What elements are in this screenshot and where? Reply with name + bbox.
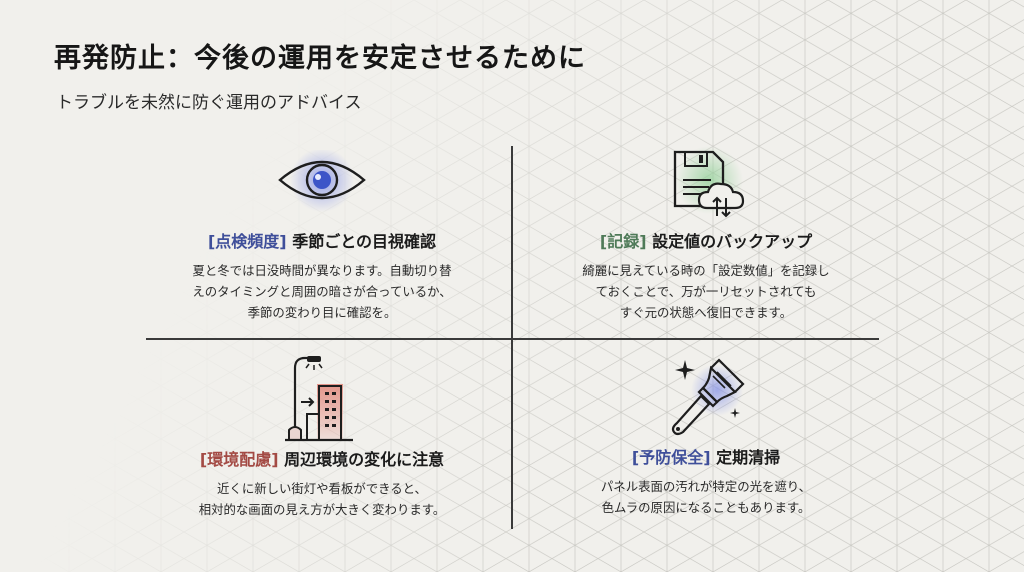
- page-title: 再発防止：今後の運用を安定させるために: [54, 43, 586, 74]
- card-title: 周辺環境の変化に注意: [284, 450, 445, 469]
- card-tag: [記録]: [599, 232, 647, 251]
- card-body: 綺麗に見えている時の「設定数値」を記録し ておくことで、万が一リセットされても …: [536, 260, 876, 323]
- card-tag: [点検頻度]: [207, 232, 287, 251]
- page-subtitle: トラブルを未然に防ぐ運用のアドバイス: [56, 93, 362, 113]
- card-body-line: 季節の変わり目に確認を。: [247, 305, 397, 320]
- card-body-line: 色ムラの原因になることもあります。: [601, 500, 811, 515]
- card-body-line: 相対的な画面の見え方が大きく変わります。: [198, 502, 446, 517]
- card-body-line: 近くに新しい街灯や看板ができると、: [217, 481, 427, 496]
- card-body: 夏と冬では日没時間が異なります。自動切り替 えのタイミングと周囲の暗さが合ってい…: [152, 260, 492, 323]
- streetlight-building-icon: [285, 356, 353, 442]
- card-body-line: えのタイミングと周囲の暗さが合っているか、: [192, 284, 452, 299]
- card-body: 近くに新しい街灯や看板ができると、 相対的な画面の見え方が大きく変わります。: [152, 478, 492, 520]
- card-body: パネル表面の汚れが特定の光を遮り、 色ムラの原因になることもあります。: [536, 476, 876, 518]
- card-tag: [予防保全]: [631, 448, 711, 467]
- eye-icon: [278, 150, 366, 212]
- paintbrush-sparkle-icon: [671, 358, 745, 436]
- card-heading: [記録] 設定値のバックアップ: [536, 228, 876, 252]
- card-body-line: 夏と冬では日没時間が異なります。自動切り替: [192, 263, 452, 278]
- card-body-line: パネル表面の汚れが特定の光を遮り、: [600, 479, 812, 494]
- card-heading: [点検頻度] 季節ごとの目視確認: [152, 228, 492, 252]
- vertical-divider: [511, 146, 513, 529]
- card-body-line: すぐ元の状態へ復旧できます。: [619, 305, 793, 320]
- card-tag: [環境配慮]: [199, 450, 279, 469]
- card-environment: [環境配慮] 周辺環境の変化に注意 近くに新しい街灯や看板ができると、 相対的な…: [152, 354, 492, 520]
- card-preventive-maintenance: [予防保全] 定期清掃 パネル表面の汚れが特定の光を遮り、 色ムラの原因になるこ…: [536, 356, 876, 518]
- card-title: 設定値のバックアップ: [652, 232, 813, 251]
- card-body-line: 綺麗に見えている時の「設定数値」を記録し: [582, 263, 830, 278]
- card-title: 定期清掃: [716, 448, 781, 467]
- card-title: 季節ごとの目視確認: [292, 232, 437, 251]
- card-record-backup: [記録] 設定値のバックアップ 綺麗に見えている時の「設定数値」を記録し ておく…: [536, 146, 876, 323]
- card-heading: [環境配慮] 周辺環境の変化に注意: [152, 446, 492, 470]
- card-heading: [予防保全] 定期清掃: [536, 444, 876, 468]
- card-body-line: ておくことで、万が一リセットされても: [595, 284, 817, 299]
- horizontal-divider: [146, 338, 879, 340]
- floppy-cloud-backup-icon: [673, 146, 745, 218]
- card-inspection-frequency: [点検頻度] 季節ごとの目視確認 夏と冬では日没時間が異なります。自動切り替 え…: [152, 150, 492, 323]
